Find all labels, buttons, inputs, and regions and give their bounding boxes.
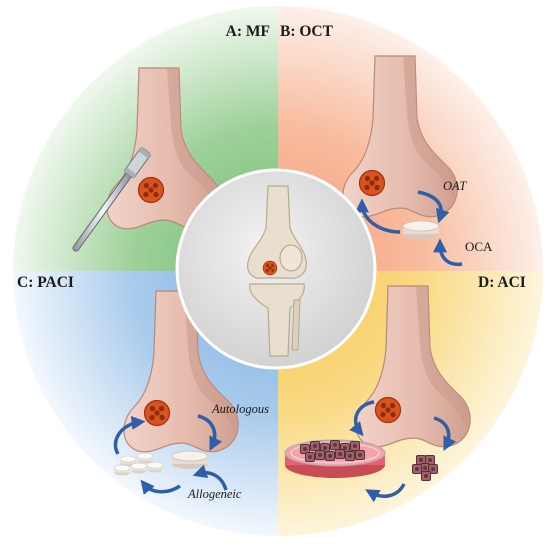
aci-arrow-to-dish [349,400,375,437]
paci-cartilage-defect-icon [143,399,171,427]
quadrant-a-label: A: MF [226,23,270,40]
knee-joint-icon [247,185,307,357]
paci-plug-icon [171,450,209,470]
aci-arrow-cells-to-dish [365,483,406,503]
mf-cartilage-defect-icon [137,176,165,204]
osteochondral-plug-icon [402,220,440,240]
surgical-mallet-icon [72,147,152,252]
quadrant-d-label: D: ACI [478,274,526,291]
oat-annotation: OAT [443,179,467,193]
paci-arrow-to-defect [113,415,146,455]
quadrant-b-label: B: OCT [280,23,334,40]
allogeneic-annotation: Allogeneic [187,487,242,501]
paci-arrow-autologous [197,414,223,452]
quadrant-c-label: C: PACI [17,274,74,291]
aci-cartilage-defect-icon [374,396,402,424]
aci-arrow-to-cells [433,416,457,452]
oct-arrow-oat [417,190,450,224]
oct-arrow-oca [433,238,463,267]
oct-cartilage-defect-icon [358,169,386,197]
autologous-annotation: Autologous [211,402,269,416]
paci-arrow-allogeneic [192,464,228,491]
paci-arrow-chips [140,479,181,495]
oct-arrow-to-defect [355,198,401,234]
center-cartilage-defect-icon [262,260,278,276]
oca-annotation: OCA [465,239,493,254]
